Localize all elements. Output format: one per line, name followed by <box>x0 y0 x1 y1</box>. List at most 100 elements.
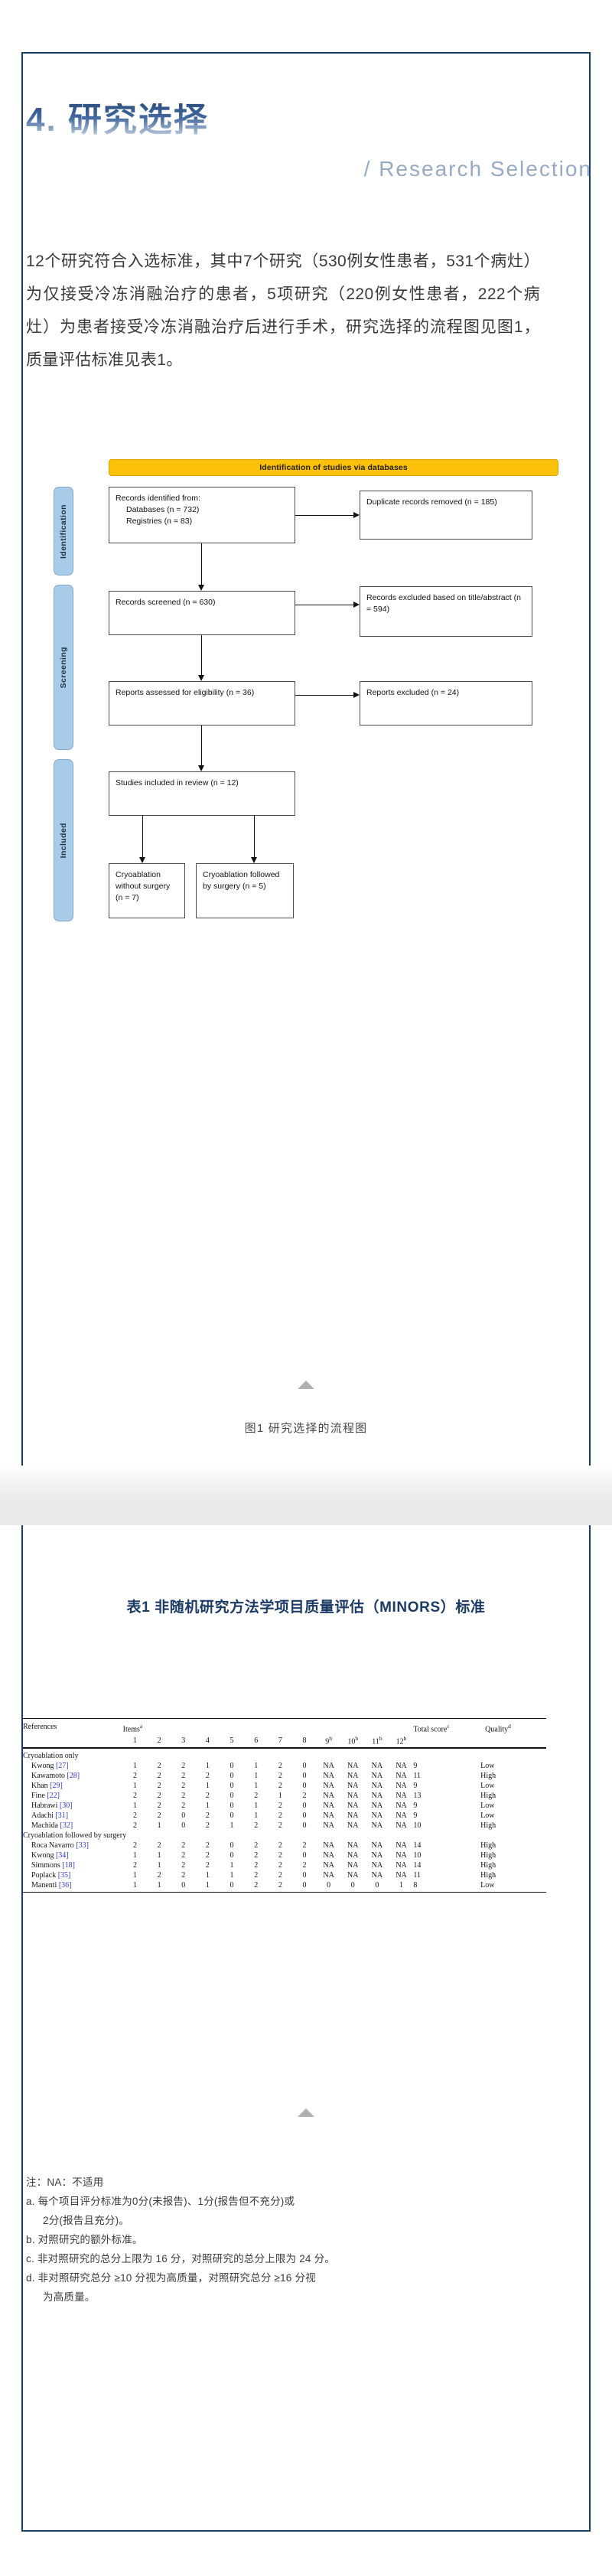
citation-link[interactable]: [34] <box>55 1850 69 1860</box>
cell-item-10: NA <box>347 1781 359 1790</box>
cell-item-1: 1 <box>132 1870 137 1880</box>
citation-link[interactable]: [30] <box>59 1801 73 1810</box>
records-screened-label: Records screened <box>116 598 181 607</box>
cell-quality: Low <box>480 1880 546 1893</box>
cell-item-10: NA <box>347 1860 359 1870</box>
stage-label-included: Included <box>54 759 73 921</box>
citation-link[interactable]: [18] <box>62 1860 75 1870</box>
cell-item-6: 2 <box>243 1880 269 1893</box>
cell-item-10: NA <box>347 1850 359 1860</box>
cell-item-9: NA <box>323 1761 334 1770</box>
cryo-surgery-l1: Cryoablation <box>203 870 248 879</box>
cell-item-10: NA <box>347 1761 359 1770</box>
cell-item-7: 2 <box>278 1811 282 1820</box>
duplicates-removed-label: Duplicate records removed <box>366 497 463 507</box>
citation-link[interactable]: [33] <box>76 1841 89 1850</box>
col-header-item-6: 6 <box>254 1736 259 1745</box>
arrowhead-screened-to-excluded <box>353 601 360 608</box>
table-header-row-main: References Itemsa Total scorec Qualityd <box>23 1717 546 1748</box>
minors-table-wrapper: References Itemsa Total scorec Qualityd … <box>23 1717 546 1893</box>
cell-total-score: 14 <box>413 1841 422 1850</box>
arrowhead-included-to-cryo-surgery <box>250 857 257 863</box>
cell-item-11: NA <box>371 1791 383 1800</box>
box-records-identified: Records identified from: Databases (n = … <box>109 487 295 543</box>
cell-item-3: 2 <box>181 1771 186 1780</box>
citation-link[interactable]: [28] <box>67 1771 80 1780</box>
cell-quality: High <box>480 1860 496 1870</box>
citation-link[interactable]: [35] <box>57 1870 71 1880</box>
cell-item-4: 2 <box>205 1850 210 1860</box>
cell-item-12: 1 <box>389 1880 414 1893</box>
cell-total-score: 9 <box>413 1801 418 1810</box>
cell-item-8: 0 <box>302 1801 307 1810</box>
cell-total-score: 9 <box>413 1811 418 1820</box>
cell-item-12: NA <box>396 1811 407 1820</box>
col-header-item-2: 2 <box>157 1736 161 1745</box>
cell-item-2: 2 <box>157 1841 161 1850</box>
cell-item-12: NA <box>396 1801 407 1810</box>
studies-included-count: (n = 12) <box>210 778 239 787</box>
cell-item-11: NA <box>371 1811 383 1820</box>
cell-item-11: NA <box>371 1870 383 1880</box>
cell-item-8: 0 <box>302 1811 307 1820</box>
collapse-up-icon[interactable] <box>298 1381 314 1389</box>
records-excluded-l2: on title/abstract <box>457 593 512 602</box>
cell-item-8: 0 <box>302 1771 307 1780</box>
cell-item-12: NA <box>396 1850 407 1860</box>
cell-item-3: 2 <box>181 1761 186 1770</box>
cryo-only-count: (n = 7) <box>116 892 139 902</box>
studies-included-label: Studies included in review <box>116 778 209 787</box>
cell-item-9: NA <box>323 1841 334 1850</box>
group-label: Cryoablation followed by surgery <box>23 1831 127 1840</box>
box-reports-excluded: Reports excluded (n = 24) <box>360 681 532 726</box>
total-superscript: c <box>447 1723 450 1730</box>
stage-label-screening: Screening <box>54 585 73 750</box>
cell-total-score: 13 <box>413 1791 422 1800</box>
citation-link[interactable]: [32] <box>60 1821 73 1830</box>
quality-superscript: d <box>508 1723 511 1730</box>
cell-item-9: NA <box>323 1781 334 1790</box>
cell-item-5: 1 <box>230 1821 234 1830</box>
collapse-up-icon-table[interactable] <box>298 2108 314 2117</box>
cell-item-9: NA <box>323 1860 334 1870</box>
minors-table-head: References Itemsa Total scorec Qualityd … <box>23 1717 546 1748</box>
citation-link[interactable]: [22] <box>47 1791 60 1800</box>
cell-quality: Low <box>480 1781 495 1790</box>
box-reports-eligibility: Reports assessed for eligibility (n = 36… <box>109 681 295 726</box>
citation-link[interactable]: [31] <box>55 1811 69 1820</box>
cell-item-10: NA <box>347 1811 359 1820</box>
cell-reference: Machida [32] <box>31 1821 73 1830</box>
cell-item-5: 0 <box>220 1880 244 1893</box>
cell-item-7: 2 <box>278 1841 282 1850</box>
stage-label-screening-text: Screening <box>59 646 68 689</box>
citation-link[interactable]: [36] <box>58 1880 72 1890</box>
citation-link[interactable]: [29] <box>50 1781 63 1790</box>
cell-item-2: 2 <box>157 1771 161 1780</box>
col-header-item-8: 8 <box>302 1736 307 1745</box>
cell-item-3: 2 <box>181 1841 186 1850</box>
cell-item-5: 1 <box>230 1860 234 1870</box>
cell-item-11: NA <box>371 1771 383 1780</box>
cell-item-3: 2 <box>181 1801 186 1810</box>
note-na: 注：NA：不适用 <box>26 2177 104 2188</box>
cell-reference: Poplack [35] <box>31 1870 71 1880</box>
prisma-banner: Identification of studies via databases <box>109 459 558 476</box>
reports-excluded-label: Reports excluded <box>366 688 429 697</box>
col-header-items: Itemsa <box>122 1718 414 1735</box>
cell-quality: High <box>480 1850 496 1860</box>
cell-item-6: 2 <box>254 1821 259 1830</box>
box-duplicates-removed: Duplicate records removed (n = 185) <box>360 491 532 540</box>
cell-item-12: NA <box>396 1791 407 1800</box>
cell-item-3: 2 <box>181 1791 186 1800</box>
page-border-frame <box>21 52 591 2532</box>
cell-item-5: 0 <box>230 1801 234 1810</box>
citation-link[interactable]: [27] <box>55 1761 69 1770</box>
items-superscript: a <box>139 1723 143 1730</box>
cell-item-3: 2 <box>181 1870 186 1880</box>
cell-item-4: 2 <box>205 1841 210 1850</box>
